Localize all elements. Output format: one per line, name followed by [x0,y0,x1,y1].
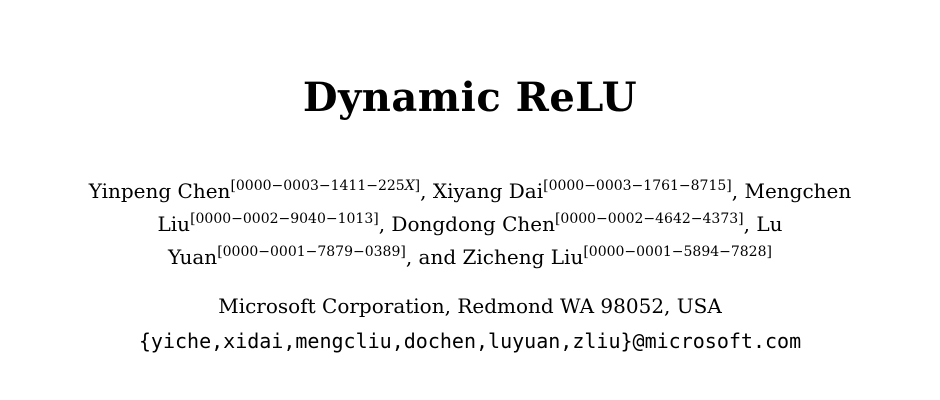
author-line: Yuan[0000−0001−7879−0389], and Zicheng L… [0,241,940,274]
orcid-superscript: [0000−0003−1761−8715] [543,178,732,194]
paper-title: Dynamic ReLU [302,74,638,121]
affiliation: Microsoft Corporation, Redmond WA 98052,… [218,294,722,318]
orcid-superscript: [0000−0001−5894−7828] [583,244,772,260]
author-name-text: , Mengchen [731,179,852,203]
author-name-text: Liu [157,212,191,236]
author-name-text: , Dongdong Chen [378,212,555,236]
author-name-text: Yinpeng Chen [88,179,231,203]
author-block: Yinpeng Chen[0000−0003−1411−225X], Xiyan… [0,175,940,274]
orcid-superscript: [0000−0002−9040−1013] [190,211,379,227]
author-line: Liu[0000−0002−9040−1013], Dongdong Chen[… [0,208,940,241]
author-name-text: , Xiyang Dai [420,179,544,203]
author-line: Yinpeng Chen[0000−0003−1411−225X], Xiyan… [0,175,940,208]
author-name-text: , Lu [743,212,783,236]
author-name-text: Yuan [168,245,218,269]
orcid-superscript: [0000−0003−1411−225X] [230,178,421,194]
author-name-text: , and Zicheng Liu [405,245,584,269]
orcid-superscript: [0000−0002−4642−4373] [554,211,744,227]
email-line: {yiche,xidai,mengcliu,dochen,luyuan,zliu… [138,329,802,353]
orcid-superscript: [0000−0001−7879−0389] [217,244,406,260]
